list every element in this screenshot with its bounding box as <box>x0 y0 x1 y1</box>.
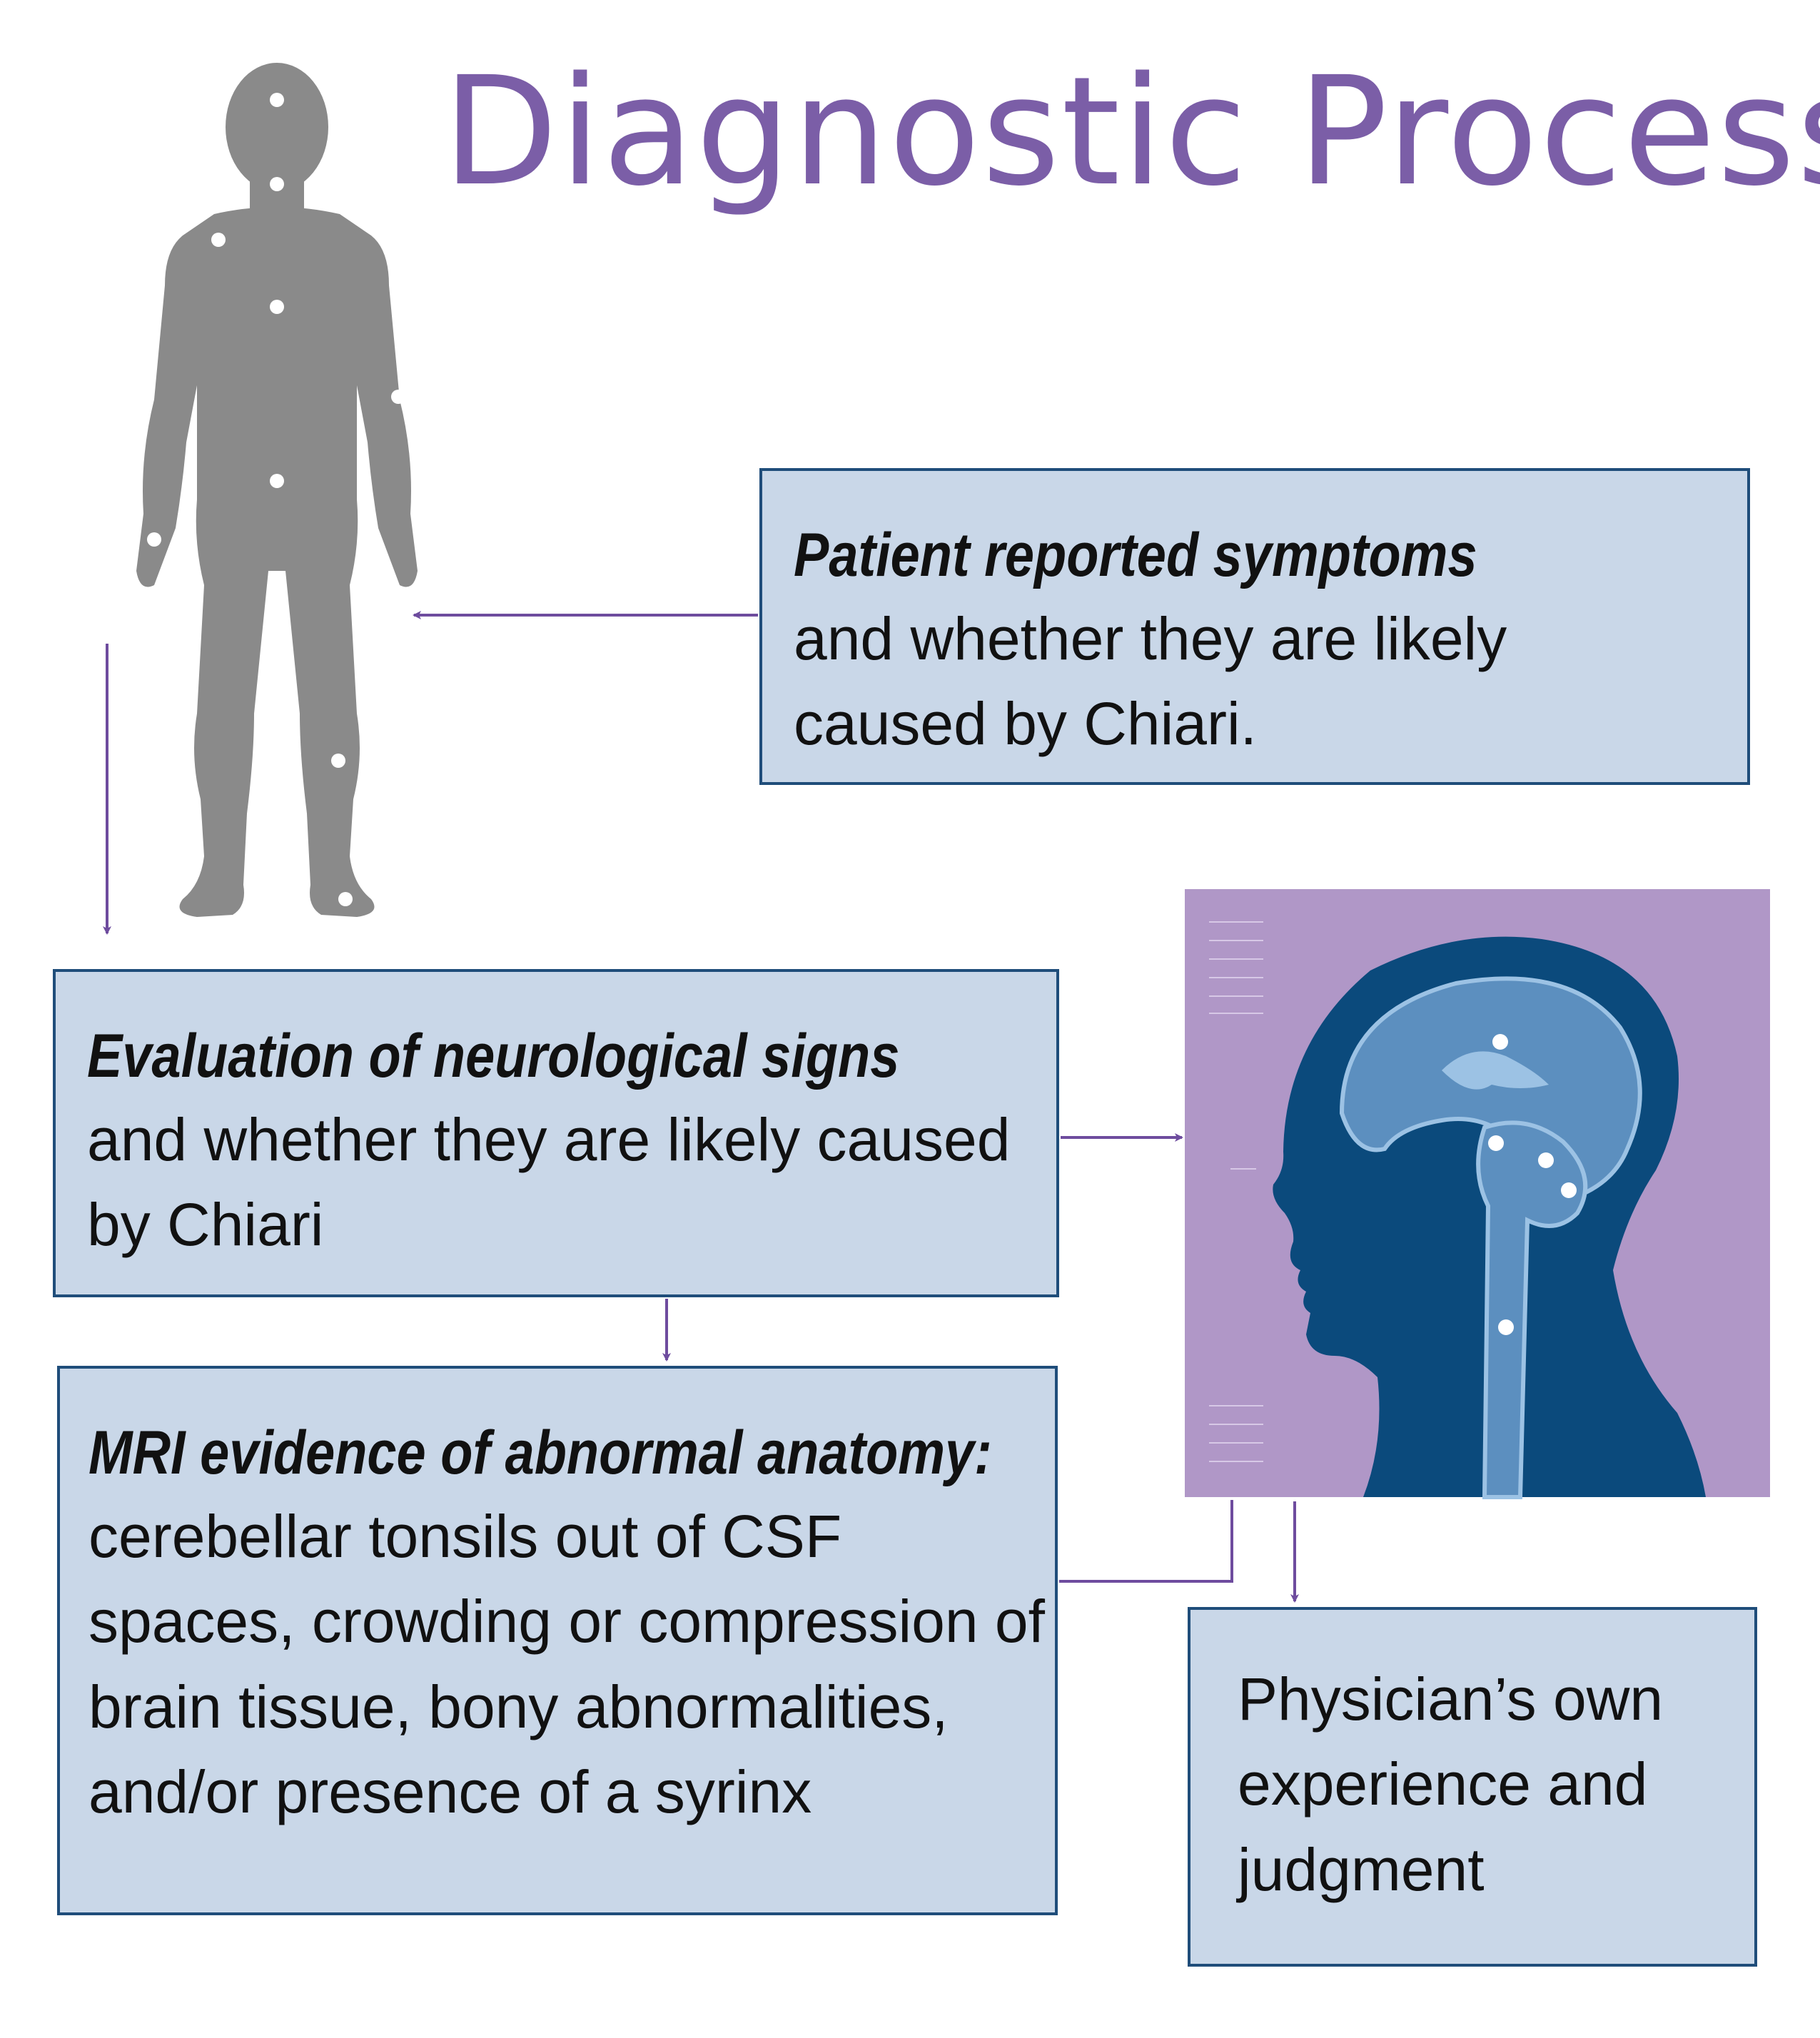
patient-symptoms-heading: Patient reported symptoms <box>794 521 1477 589</box>
mri-head-scan-icon <box>1185 889 1770 1499</box>
page-title: Diagnostic Process <box>443 44 1820 219</box>
neurological-signs-box: Evaluation of neurological signs and whe… <box>53 969 1059 1297</box>
neurological-signs-text: and whether they are likely caused by Ch… <box>87 1106 1011 1259</box>
physician-judgment-text: Physician’s own experience and judgment <box>1238 1666 1664 1903</box>
patient-symptoms-box: Patient reported symptoms and whether th… <box>759 468 1750 785</box>
flow-arrows <box>103 611 1299 1603</box>
neurological-signs-heading: Evaluation of neurological signs <box>87 1022 900 1090</box>
physician-judgment-box: Physician’s own experience and judgment <box>1188 1607 1757 1967</box>
human-body-silhouette-icon <box>136 63 418 917</box>
connector-mri-evidence-to-scan <box>1059 1500 1233 1583</box>
mri-evidence-text: cerebellar tonsils out of CSF spaces, cr… <box>89 1503 1045 1825</box>
mri-evidence-heading: MRI evidence of abnormal anatomy: <box>89 1419 992 1487</box>
patient-symptoms-text: and whether they are likely caused by Ch… <box>794 605 1507 758</box>
mri-evidence-box: MRI evidence of abnormal anatomy: cerebe… <box>57 1366 1058 1915</box>
